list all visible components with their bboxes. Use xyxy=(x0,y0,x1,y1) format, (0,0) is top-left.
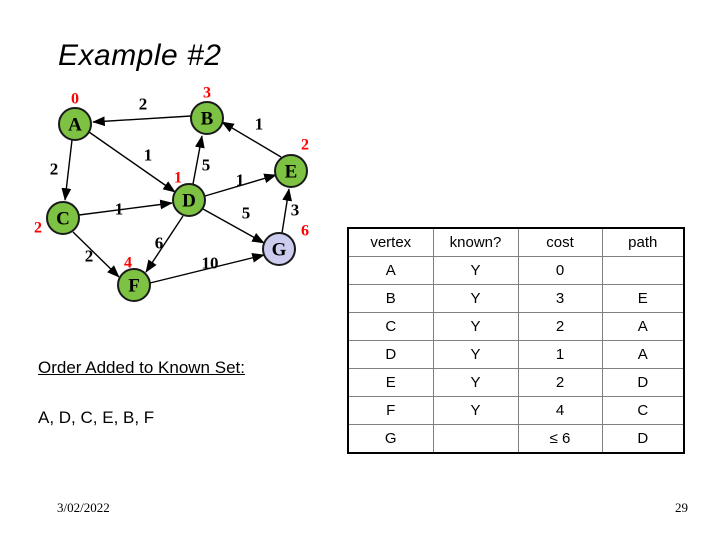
graph-node-label-F: F xyxy=(128,276,140,297)
edge-weight-E-B: 1 xyxy=(255,115,264,134)
page-title: Example #2 xyxy=(58,39,222,72)
edge-weight-A-D: 1 xyxy=(144,146,153,165)
cell-path: D xyxy=(601,368,685,397)
edge-weight-D-E: 1 xyxy=(236,171,245,190)
edge-B-A xyxy=(92,115,192,127)
cell-vertex: A xyxy=(347,256,434,285)
graph-node-label-B: B xyxy=(201,109,214,130)
cell-path xyxy=(601,256,685,285)
edge-weight-F-G: 10 xyxy=(202,254,219,273)
table-row: B Y 3 E xyxy=(347,284,685,313)
edge-weight-A-C: 2 xyxy=(50,160,59,179)
known-set-order: A, D, C, E, B, F xyxy=(38,408,155,427)
column-header-known: known? xyxy=(432,227,519,257)
edge-weight-B-A: 2 xyxy=(139,95,148,114)
cell-cost: 1 xyxy=(517,340,603,369)
graph-node-A[interactable] xyxy=(58,107,92,141)
cell-cost: 4 xyxy=(517,396,603,425)
graph-nodes: A B C D E F G xyxy=(46,101,308,302)
cell-known: Y xyxy=(432,340,519,369)
edge-weight-G-E: 3 xyxy=(291,201,300,220)
edge-weight-D-B: 5 xyxy=(202,156,211,175)
graph-node-label-G: G xyxy=(272,240,287,261)
edge-C-F xyxy=(72,231,120,278)
cell-cost: 3 xyxy=(517,284,603,313)
graph-node-label-E: E xyxy=(285,162,298,183)
edge-C-D xyxy=(78,199,173,216)
table-row: D Y 1 A xyxy=(347,340,685,369)
table-row: E Y 2 D xyxy=(347,368,685,397)
cost-label-D: 1 xyxy=(174,170,182,187)
cell-path: C xyxy=(601,396,685,425)
graph-node-B[interactable] xyxy=(190,101,224,135)
cost-label-B: 3 xyxy=(203,85,211,102)
graph-edges xyxy=(61,115,292,284)
table-header-row: vertex known? cost path xyxy=(347,227,685,257)
cell-vertex: G xyxy=(347,424,434,454)
cell-path: A xyxy=(601,312,685,341)
graph-node-G[interactable] xyxy=(262,232,296,266)
graph-node-C[interactable] xyxy=(46,201,80,235)
cost-label-E: 2 xyxy=(301,137,309,154)
dijkstra-result-table: vertex known? cost path A Y 0 B Y 3 E C … xyxy=(347,227,685,454)
footer-date: 3/02/2022 xyxy=(57,500,110,515)
cell-cost: ≤ 6 xyxy=(517,424,603,454)
graph-node-label-C: C xyxy=(56,209,70,230)
graph-svg: 2 2 1 5 1 1 1 3 5 2 6 10 xyxy=(34,85,309,302)
graph-node-costs: 0 3 2 1 2 4 6 xyxy=(34,85,309,272)
column-header-path: path xyxy=(601,227,685,257)
table-row: C Y 2 A xyxy=(347,312,685,341)
graph-node-D[interactable] xyxy=(172,183,206,217)
cost-label-A: 0 xyxy=(71,91,79,108)
cell-path: D xyxy=(601,424,685,454)
cell-known: Y xyxy=(432,256,519,285)
edge-weight-C-F: 2 xyxy=(85,247,94,266)
cell-known: Y xyxy=(432,284,519,313)
cell-cost: 2 xyxy=(517,368,603,397)
cell-vertex: C xyxy=(347,312,434,341)
cell-vertex: F xyxy=(347,396,434,425)
column-header-vertex: vertex xyxy=(347,227,434,257)
graph-node-label-D: D xyxy=(182,191,196,212)
graph-node-F[interactable] xyxy=(117,268,151,302)
cell-vertex: D xyxy=(347,340,434,369)
edge-A-D xyxy=(88,131,176,193)
cell-known xyxy=(432,424,519,454)
weighted-graph-diagram: 2 2 1 5 1 1 1 3 5 2 6 10 xyxy=(20,80,350,320)
table-row: G ≤ 6 D xyxy=(347,424,685,454)
cell-vertex: B xyxy=(347,284,434,313)
edge-weight-D-F: 6 xyxy=(155,234,164,253)
edge-E-B xyxy=(221,121,282,158)
edge-A-C xyxy=(61,139,73,201)
cost-label-F: 4 xyxy=(124,255,132,272)
cell-cost: 0 xyxy=(517,256,603,285)
edge-D-E xyxy=(204,173,277,197)
cell-known: Y xyxy=(432,396,519,425)
table-row: F Y 4 C xyxy=(347,396,685,425)
edge-G-E xyxy=(281,188,292,234)
edge-weight-C-D: 1 xyxy=(115,200,124,219)
edge-D-F xyxy=(145,215,184,273)
cell-path: E xyxy=(601,284,685,313)
graph-node-E[interactable] xyxy=(274,154,308,188)
edge-D-B xyxy=(192,135,205,185)
cell-path: A xyxy=(601,340,685,369)
column-header-cost: cost xyxy=(517,227,603,257)
known-set-heading: Order Added to Known Set: xyxy=(38,358,245,377)
edge-weight-D-G: 5 xyxy=(242,204,251,223)
table-row: A Y 0 xyxy=(347,256,685,285)
graph-node-label-A: A xyxy=(68,115,82,136)
footer-page-number: 29 xyxy=(675,500,688,515)
cost-label-G: 6 xyxy=(301,223,309,240)
cost-label-C: 2 xyxy=(34,220,42,237)
cell-known: Y xyxy=(432,368,519,397)
edge-D-G xyxy=(202,208,265,244)
cell-cost: 2 xyxy=(517,312,603,341)
graph-edge-weights: 2 2 1 5 1 1 1 3 5 2 6 10 xyxy=(50,95,300,273)
cell-vertex: E xyxy=(347,368,434,397)
cell-known: Y xyxy=(432,312,519,341)
edge-F-G xyxy=(149,253,265,284)
